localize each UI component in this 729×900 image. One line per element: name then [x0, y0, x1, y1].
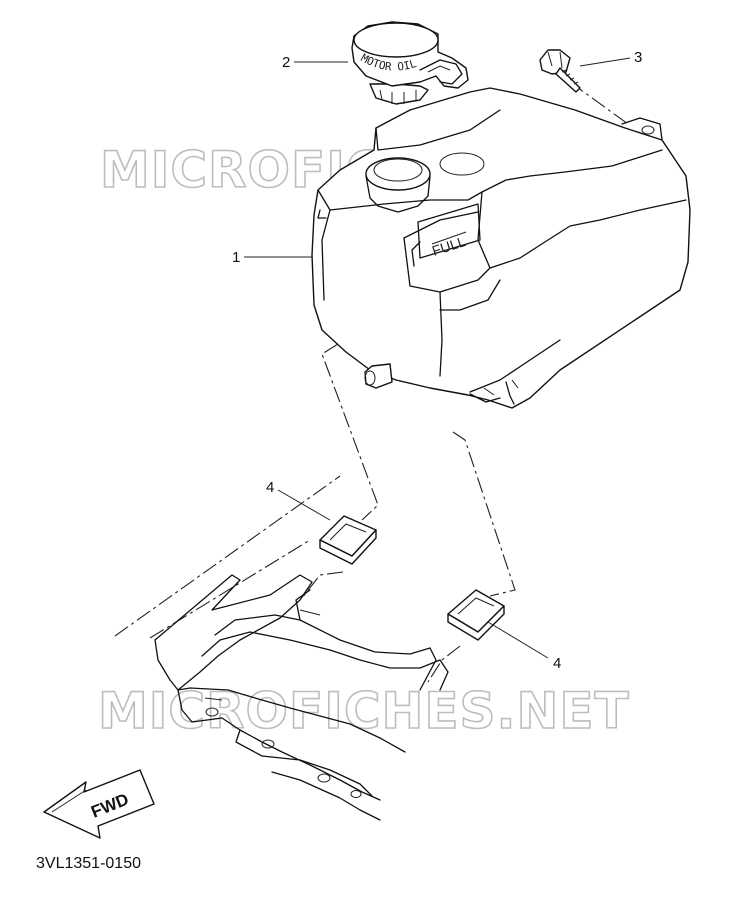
callout-damper-upper: 4 — [266, 479, 274, 496]
watermark-bottom: MICROFICHES.NET — [98, 682, 630, 740]
forward-direction-arrow: FWD — [43, 769, 155, 839]
oil-tank: FULL — [311, 87, 691, 409]
callout-tank: 1 — [232, 249, 240, 266]
leader-lines — [244, 57, 631, 659]
oil-cap: MOTOR OIL — [351, 21, 469, 105]
frame-bracket — [114, 475, 449, 821]
bolt — [539, 49, 581, 93]
damper-upper — [319, 515, 377, 565]
callout-damper-lower: 4 — [553, 655, 561, 672]
callout-cap: 2 — [282, 54, 290, 71]
diagram-code: 3VL1351-0150 — [36, 855, 141, 872]
callout-bolt: 3 — [634, 49, 642, 66]
damper-lower — [447, 589, 505, 641]
